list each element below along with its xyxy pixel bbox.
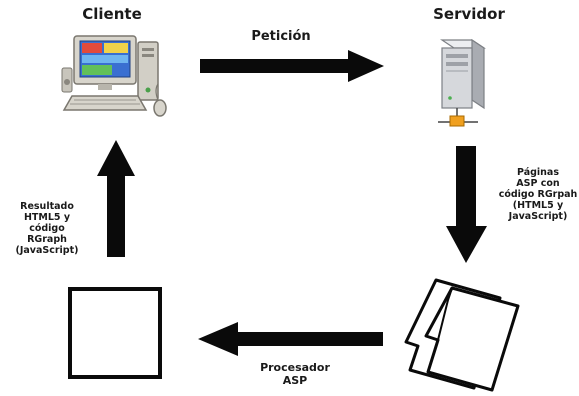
request-label: Petición [251,29,311,44]
result-label: Resultado HTML5 y código RGraph (JavaScr… [15,201,79,256]
client-label: Cliente [82,5,142,23]
computer-icon [61,35,167,117]
request-arrow [200,50,384,82]
pages-label: Páginas ASP con código RGrpah (HTML5 y J… [498,167,578,222]
processor-label: Procesador ASP [260,361,330,387]
up-arrow [97,140,135,257]
server-icon [438,38,486,127]
processor-arrow [198,322,383,356]
documents-icon [404,278,520,392]
result-page [68,287,162,379]
down-arrow [446,146,487,263]
server-label: Servidor [433,5,505,23]
